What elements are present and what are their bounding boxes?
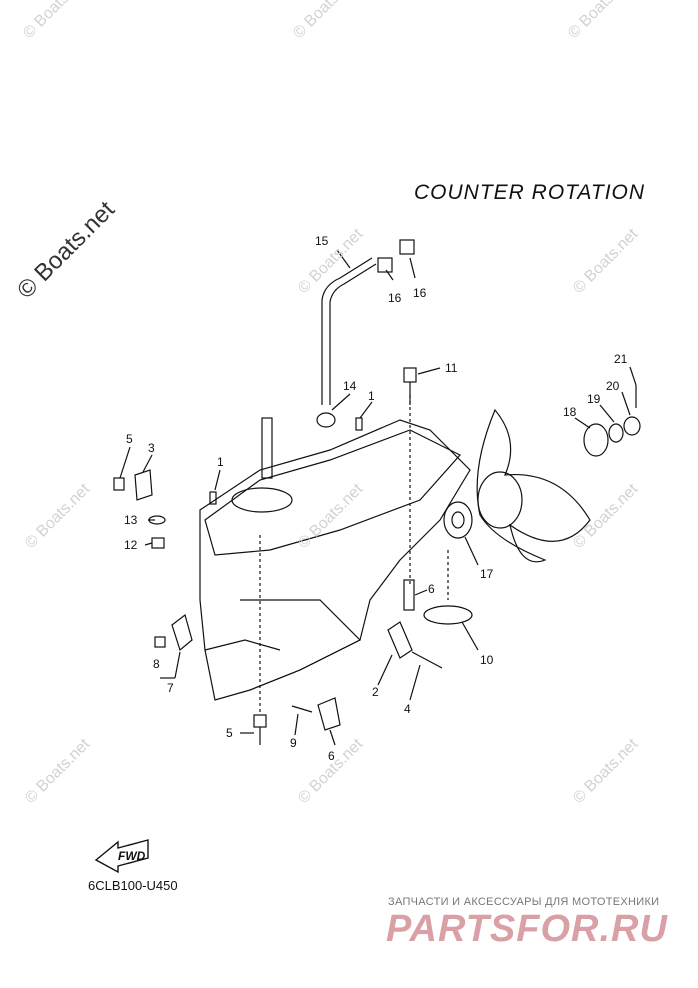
callout-13: 13 (124, 513, 138, 527)
part-19-washer (608, 423, 624, 443)
part-16-clip-a (377, 257, 393, 273)
part-3-bracket (134, 469, 153, 501)
part-15-water-tube (321, 257, 373, 405)
part-20-nut (623, 416, 641, 436)
diagram-title: COUNTER ROTATION (414, 181, 646, 204)
callout-21: 21 (614, 352, 628, 366)
callout-3: 3 (148, 441, 155, 455)
callout-20: 20 (606, 379, 620, 393)
callout-1-b: 1 (217, 455, 224, 469)
part-6-bolt (403, 579, 415, 611)
water-pump-base (231, 487, 293, 513)
part-14-grommet (316, 412, 336, 428)
callout-6-a: 6 (428, 582, 435, 596)
callout-17: 17 (480, 567, 494, 581)
part-10-plate (423, 605, 473, 625)
callout-4: 4 (404, 702, 411, 716)
fwd-arrow (94, 839, 149, 874)
callout-16-b: 16 (413, 286, 427, 300)
part-5-bolt-a (113, 477, 125, 491)
callout-14: 14 (343, 379, 357, 393)
part-2-anode (387, 621, 413, 659)
part-8-bolt (154, 636, 166, 648)
part-5-bolt-b (253, 714, 267, 728)
diagram-code: 6CLB100-U450 (88, 878, 178, 893)
callout-6-b: 6 (328, 749, 335, 763)
callout-19: 19 (587, 392, 601, 406)
callout-16-a: 16 (388, 291, 402, 305)
part-9-bolt (291, 705, 313, 713)
part-1-pin-a (209, 491, 217, 505)
part-6-cover (317, 697, 341, 731)
drive-shaft (261, 417, 273, 479)
part-18-spacer (583, 423, 609, 457)
callout-15: 15 (315, 234, 329, 248)
callout-18: 18 (563, 405, 577, 419)
gear-case-fin (240, 599, 362, 691)
callout-5-b: 5 (226, 726, 233, 740)
callout-5-a: 5 (126, 432, 133, 446)
part-17-bushing (443, 501, 473, 539)
callout-10: 10 (480, 653, 494, 667)
footer-tagline: ЗАПЧАСТИ И АКСЕССУАРЫ ДЛЯ МОТОТЕХНИКИ (388, 896, 660, 908)
part-4-bolt (411, 651, 443, 669)
footer-logo[interactable]: PARTSFOR.RU (386, 908, 668, 950)
gear-case-body (199, 419, 471, 701)
callout-7: 7 (167, 681, 174, 695)
part-1-pin-b (355, 417, 363, 431)
part-12-valve (151, 537, 165, 549)
callout-1-a: 1 (368, 389, 375, 403)
callout-8: 8 (153, 657, 160, 671)
callout-2: 2 (372, 685, 379, 699)
part-7-trim-tab (171, 613, 193, 652)
part-11-bolt-head (403, 367, 417, 383)
part-16-clip-b (399, 239, 415, 255)
gear-case-top-plate (204, 429, 461, 556)
gear-case-skeg (204, 639, 281, 651)
callout-11: 11 (445, 361, 458, 375)
callout-12: 12 (124, 538, 138, 552)
fwd-text: FWD (118, 849, 146, 863)
propeller-hub (477, 471, 523, 529)
callout-labels: 15 16 16 11 14 1 1 21 20 19 18 5 3 13 12… (124, 234, 628, 763)
callout-9: 9 (290, 736, 297, 750)
